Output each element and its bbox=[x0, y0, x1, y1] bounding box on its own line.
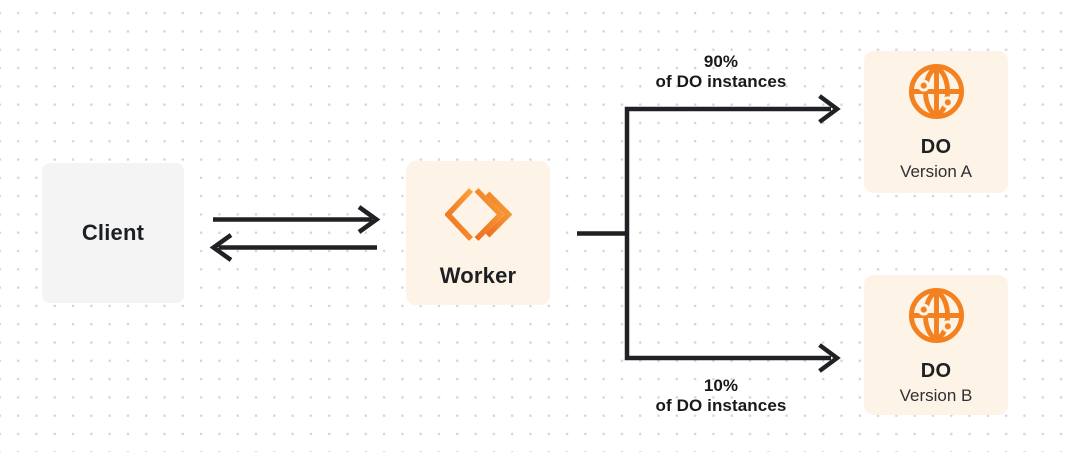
bottom-branch-arrowhead-icon bbox=[818, 343, 841, 373]
do-a-subtitle: Version A bbox=[900, 162, 972, 181]
fork-branches-line bbox=[624, 106, 831, 361]
split-label-bottom: 10% of DO instances bbox=[601, 376, 841, 415]
split-label-top: 90% of DO instances bbox=[601, 52, 841, 91]
response-arrowhead-icon bbox=[209, 233, 233, 262]
split-bottom-caption: of DO instances bbox=[655, 395, 787, 415]
top-branch-arrowhead-icon bbox=[818, 94, 841, 124]
split-top-percent: 90% bbox=[703, 52, 739, 71]
split-bottom-percent: 10% bbox=[703, 376, 739, 395]
do-version-a-node: DO Version A bbox=[864, 51, 1008, 193]
split-top-caption: of DO instances bbox=[655, 71, 787, 91]
do-version-b-node: DO Version B bbox=[864, 275, 1008, 415]
request-arrowhead-icon bbox=[357, 205, 381, 234]
do-b-title: DO bbox=[920, 360, 952, 382]
do-b-subtitle: Version B bbox=[899, 386, 973, 405]
client-node: Client bbox=[42, 163, 184, 303]
worker-label: Worker bbox=[439, 263, 517, 288]
durable-object-globe-icon bbox=[908, 63, 964, 120]
cloudflare-workers-icon bbox=[444, 188, 512, 241]
durable-object-globe-icon bbox=[908, 287, 964, 344]
client-label: Client bbox=[81, 220, 145, 245]
do-a-title: DO bbox=[920, 136, 952, 158]
worker-node: Worker bbox=[406, 161, 550, 305]
